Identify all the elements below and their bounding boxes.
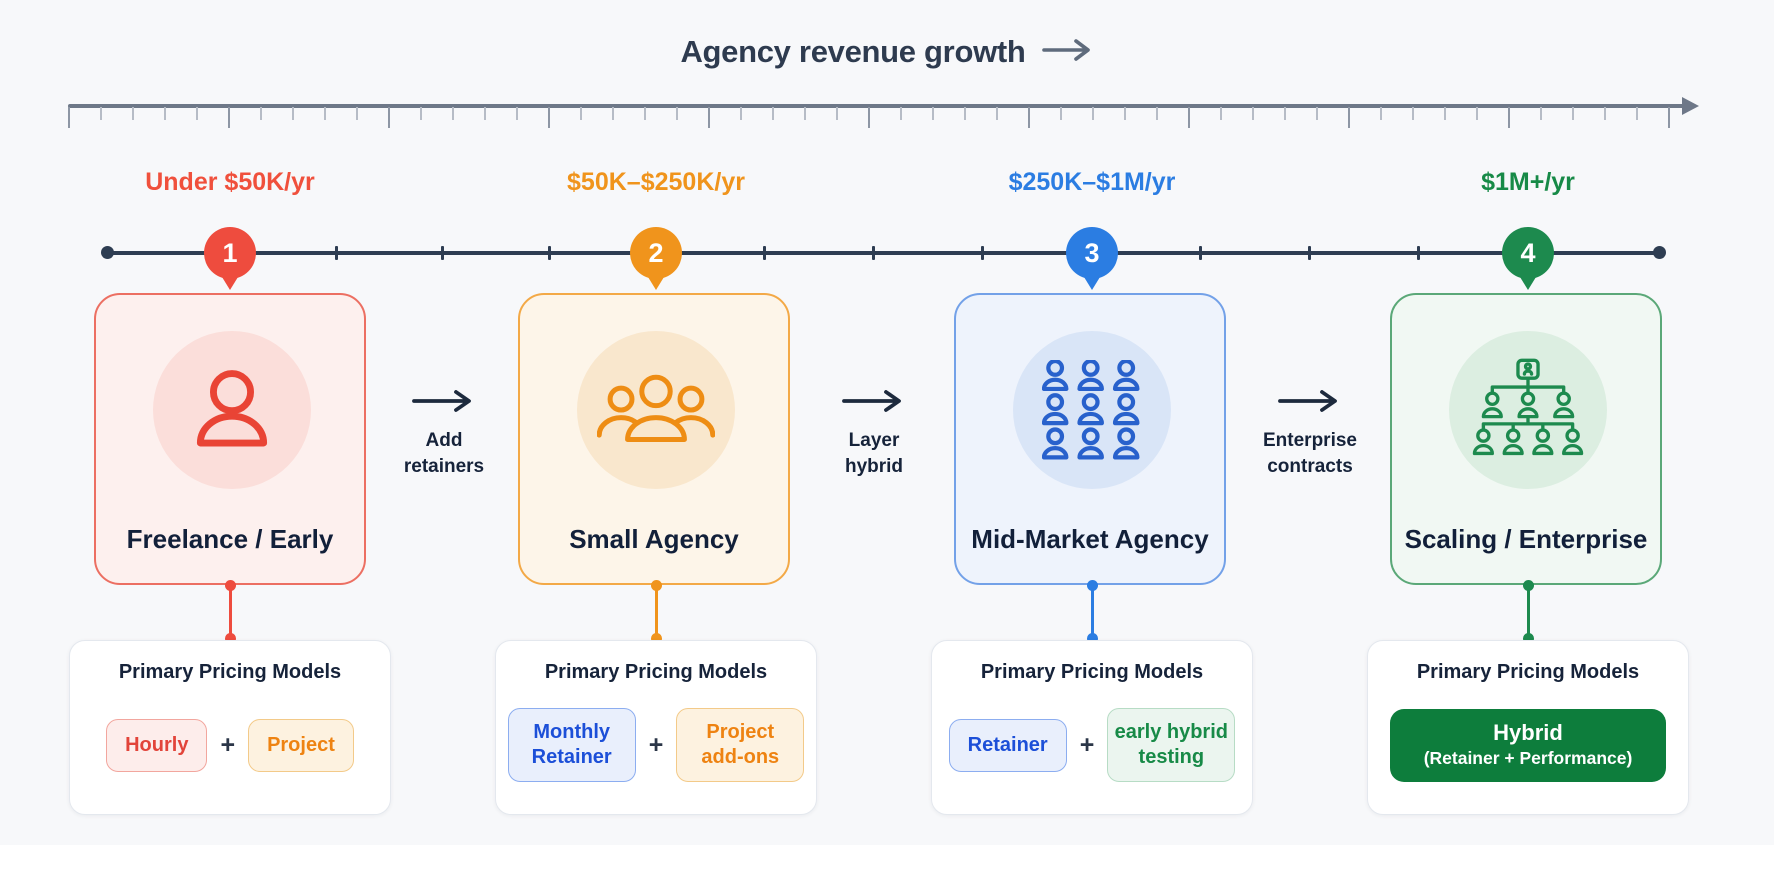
connector-dot (1086, 633, 1098, 644)
right-arrow-icon (412, 390, 471, 412)
timeline-end-dot (1653, 246, 1666, 259)
transition-label: Add retainers (403, 430, 485, 477)
transition-add-retainers: Add retainers (374, 390, 514, 479)
timeline-tick (981, 246, 984, 260)
stage-card-small-agency: Small Agency (518, 293, 790, 585)
org-chart-icon (1449, 331, 1607, 489)
connector-dot (1086, 580, 1098, 591)
pricing-card-freelance: Primary Pricing Models Hourly + Project (69, 640, 391, 815)
stage-card-freelance: Freelance / Early (94, 293, 366, 585)
transition-layer-hybrid: Layer hybrid (804, 390, 944, 479)
timeline-tick (1199, 246, 1202, 260)
pills-row: Retainer + early hybrid testing (932, 684, 1252, 814)
timeline-tick (1308, 246, 1311, 260)
pricing-card-enterprise: Primary Pricing Models Hybrid (Retainer … (1367, 640, 1689, 815)
transition-enterprise-contracts: Enterprise contracts (1240, 390, 1380, 479)
stage-1-number-badge: 1 (204, 227, 256, 279)
stage-name: Small Agency (569, 524, 739, 554)
pricing-pill-hourly: Hourly (106, 718, 208, 772)
stage-3-pin-tail (1084, 277, 1100, 290)
transition-label: Layer hybrid (844, 430, 904, 477)
connector-line (228, 585, 232, 639)
timeline-start-dot (101, 246, 114, 259)
pricing-pill-monthly-retainer: Monthly Retainer (507, 708, 636, 782)
pills-row: Hybrid (Retainer + Performance) (1368, 684, 1688, 814)
person-icon (153, 331, 311, 489)
stage-4-pin-tail (1520, 277, 1536, 290)
connector-dot (224, 580, 236, 591)
growth-axis-line (68, 104, 1684, 108)
stage-2-pin-tail (648, 277, 664, 290)
connector-dot (224, 633, 236, 644)
pricing-card-title: Primary Pricing Models (118, 661, 342, 683)
right-arrow-icon (1041, 38, 1094, 66)
plus-sign: + (648, 730, 664, 759)
team-icon (577, 331, 735, 489)
pricing-pill-project: Project (248, 718, 354, 772)
stage-1-pin-tail (222, 277, 238, 290)
pricing-pill-project-addons: Project add-ons (676, 708, 805, 782)
pricing-pill-early-hybrid: early hybrid testing (1107, 708, 1236, 782)
revenue-label-4: $1M+/yr (1481, 168, 1575, 196)
pricing-pill-retainer: Retainer (948, 718, 1067, 772)
timeline-tick (872, 246, 875, 260)
pills-row: Hourly + Project (70, 684, 390, 814)
pills-row: Monthly Retainer + Project add-ons (496, 684, 816, 814)
stage-card-mid-market: Mid-Market Agency (954, 293, 1226, 585)
hybrid-subtitle: (Retainer + Performance) (1423, 747, 1633, 768)
stage-3-number-badge: 3 (1066, 227, 1118, 279)
connector-dot (650, 633, 662, 644)
pricing-card-title: Primary Pricing Models (544, 661, 768, 683)
growth-axis-ticks (68, 107, 1684, 128)
right-arrow-icon (1278, 390, 1337, 412)
stage-2-number-badge: 2 (630, 227, 682, 279)
stage-card-scaling-enterprise: Scaling / Enterprise (1390, 293, 1662, 585)
connector-line (1090, 585, 1094, 639)
diagram-title: Agency revenue growth (680, 34, 1026, 69)
stage-name: Freelance / Early (126, 524, 334, 554)
timeline-tick (335, 246, 338, 260)
connector-line (1526, 585, 1530, 639)
right-arrow-icon (842, 390, 901, 412)
bottom-strip (0, 845, 1774, 887)
transition-label: Enterprise contracts (1263, 430, 1357, 477)
timeline-tick (763, 246, 766, 260)
plus-sign: + (1079, 730, 1095, 759)
timeline-tick (548, 246, 551, 260)
connector-line (654, 585, 658, 639)
team-grid-icon (1013, 331, 1171, 489)
pricing-card-mid-market: Primary Pricing Models Retainer + early … (931, 640, 1253, 815)
timeline-tick (441, 246, 444, 260)
growth-axis-arrowhead-icon (1682, 97, 1699, 115)
revenue-label-3: $250K–$1M/yr (1008, 168, 1176, 196)
pricing-card-title: Primary Pricing Models (1416, 661, 1640, 683)
connector-dot (1522, 633, 1534, 644)
stage-name: Mid-Market Agency (971, 524, 1209, 554)
connector-dot (650, 580, 662, 591)
revenue-label-2: $50K–$250K/yr (567, 168, 745, 196)
timeline-tick (1417, 246, 1420, 260)
pricing-card-small-agency: Primary Pricing Models Monthly Retainer … (495, 640, 817, 815)
revenue-label-1: Under $50K/yr (145, 168, 315, 196)
pricing-pill-hybrid: Hybrid (Retainer + Performance) (1390, 708, 1666, 782)
diagram-title-row: Agency revenue growth (0, 34, 1774, 70)
pricing-card-title: Primary Pricing Models (980, 661, 1204, 683)
connector-dot (1522, 580, 1534, 591)
stage-name: Scaling / Enterprise (1404, 524, 1648, 554)
plus-sign: + (220, 730, 236, 759)
stage-4-number-badge: 4 (1502, 227, 1554, 279)
timeline-line (108, 251, 1662, 255)
hybrid-title: Hybrid (1493, 719, 1563, 745)
